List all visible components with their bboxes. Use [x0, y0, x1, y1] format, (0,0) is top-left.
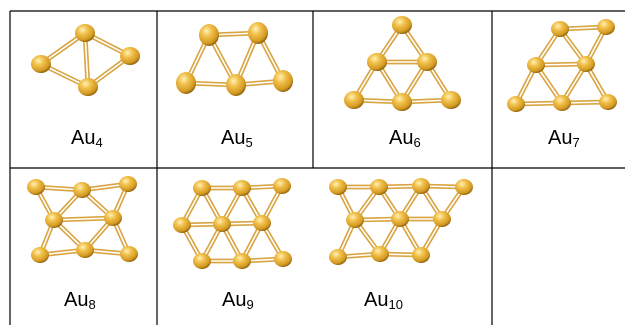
label-au9: Au9 — [222, 289, 254, 312]
gold-atom — [346, 212, 364, 228]
gold-atom — [193, 253, 211, 269]
cluster-au6 — [344, 16, 461, 111]
gold-atom — [553, 95, 571, 111]
gold-atom — [367, 53, 387, 71]
gold-atom — [120, 47, 140, 65]
table-grid — [9, 10, 625, 325]
gold-atom — [73, 182, 91, 198]
gold-atom — [391, 211, 409, 227]
gold-atom — [213, 216, 231, 232]
bond — [82, 33, 88, 88]
gold-atom — [527, 57, 545, 73]
gold-atom — [371, 246, 389, 262]
gold-atom — [412, 178, 430, 194]
cluster-au9 — [173, 178, 292, 269]
gold-atom — [329, 179, 347, 195]
label-au7: Au7 — [548, 127, 580, 150]
label-au5: Au5 — [221, 127, 253, 150]
gold-atom — [412, 247, 430, 263]
gold-atom — [274, 251, 292, 267]
gold-atom — [176, 72, 196, 94]
gold-atom — [599, 94, 617, 110]
cluster-au4 — [31, 24, 140, 96]
gold-atom — [248, 22, 268, 44]
label-au6: Au6 — [389, 127, 421, 150]
gold-atom — [273, 70, 293, 92]
gold-atom — [27, 179, 45, 195]
gold-atom — [441, 91, 461, 109]
bond — [85, 32, 91, 87]
bond — [53, 215, 113, 220]
gold-atom — [370, 179, 388, 195]
gold-atom — [78, 78, 98, 96]
gold-atom — [76, 242, 94, 258]
label-au4: Au4 — [71, 127, 103, 150]
gold-atom — [119, 176, 137, 192]
cluster-au7 — [507, 19, 617, 112]
gold-atom — [597, 19, 615, 35]
gold-atom — [45, 212, 63, 228]
cluster-au5 — [176, 22, 293, 96]
gold-atom — [31, 55, 51, 73]
gold-atom — [392, 93, 412, 111]
gold-atom — [226, 74, 246, 96]
gold-atom — [104, 210, 122, 226]
gold-atom — [273, 178, 291, 194]
label-au8: Au8 — [64, 289, 96, 312]
gold-atom — [173, 217, 191, 233]
gold-atom — [507, 96, 525, 112]
gold-atom — [31, 247, 49, 263]
gold-atom — [577, 56, 595, 72]
gold-atom — [193, 180, 211, 196]
gold-atom — [329, 249, 347, 265]
cluster-au8 — [27, 176, 138, 263]
gold-atom — [551, 21, 569, 37]
gold-atom — [344, 91, 364, 109]
gold-clusters — [27, 16, 617, 269]
gold-atom — [253, 215, 271, 231]
gold-atom — [392, 16, 412, 34]
cluster-au10 — [329, 178, 473, 265]
bond — [54, 218, 114, 223]
gold-atom — [433, 211, 451, 227]
gold-atom — [233, 180, 251, 196]
label-au10: Au10 — [364, 289, 403, 312]
gold-atom — [120, 246, 138, 262]
gold-atom — [455, 179, 473, 195]
gold-atom — [199, 24, 219, 46]
gold-atom — [417, 53, 437, 71]
gold-atom — [75, 24, 95, 42]
gold-atom — [233, 253, 251, 269]
